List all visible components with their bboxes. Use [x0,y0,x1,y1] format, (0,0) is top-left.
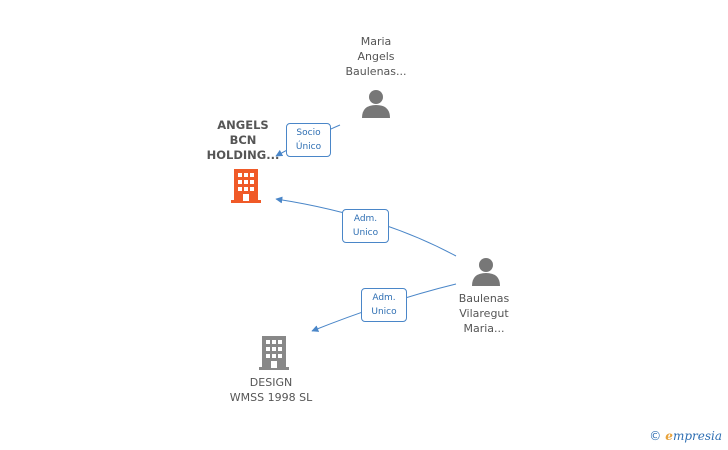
edge-label-line: Unico [371,307,397,317]
edge-label-adm-unico-1: Adm. Unico [342,209,389,243]
edge-label-socio-unico: Socio Único [286,123,331,157]
edge-label-line: Adm. [372,293,396,303]
person-baulenas-vilaregut-label[interactable]: Baulenas Vilaregut Maria... [458,292,510,335]
brand-initial: e [665,429,673,443]
person-maria-angels-label[interactable]: Maria Angels Baulenas... [345,35,407,78]
brand-name: mpresia [672,429,722,443]
copyright-icon: © [649,429,662,443]
edge-label-line: Socio [296,128,321,138]
person-icon[interactable] [471,257,501,286]
company-angels-bcn-label[interactable]: ANGELS BCN HOLDING... [206,118,280,162]
edge-label-line: Unico [352,228,379,238]
edge-label-adm-unico-2: Adm. Unico [361,288,407,322]
person-icon[interactable] [361,89,391,118]
edge-label-line: Adm. [353,214,378,224]
company-design-wmss-label[interactable]: DESIGN WMSS 1998 SL [229,376,313,404]
building-icon[interactable] [230,168,262,204]
edge-label-line: Único [295,142,322,152]
empresia-logo: ©empresia [649,429,722,443]
building-icon[interactable] [258,335,290,371]
